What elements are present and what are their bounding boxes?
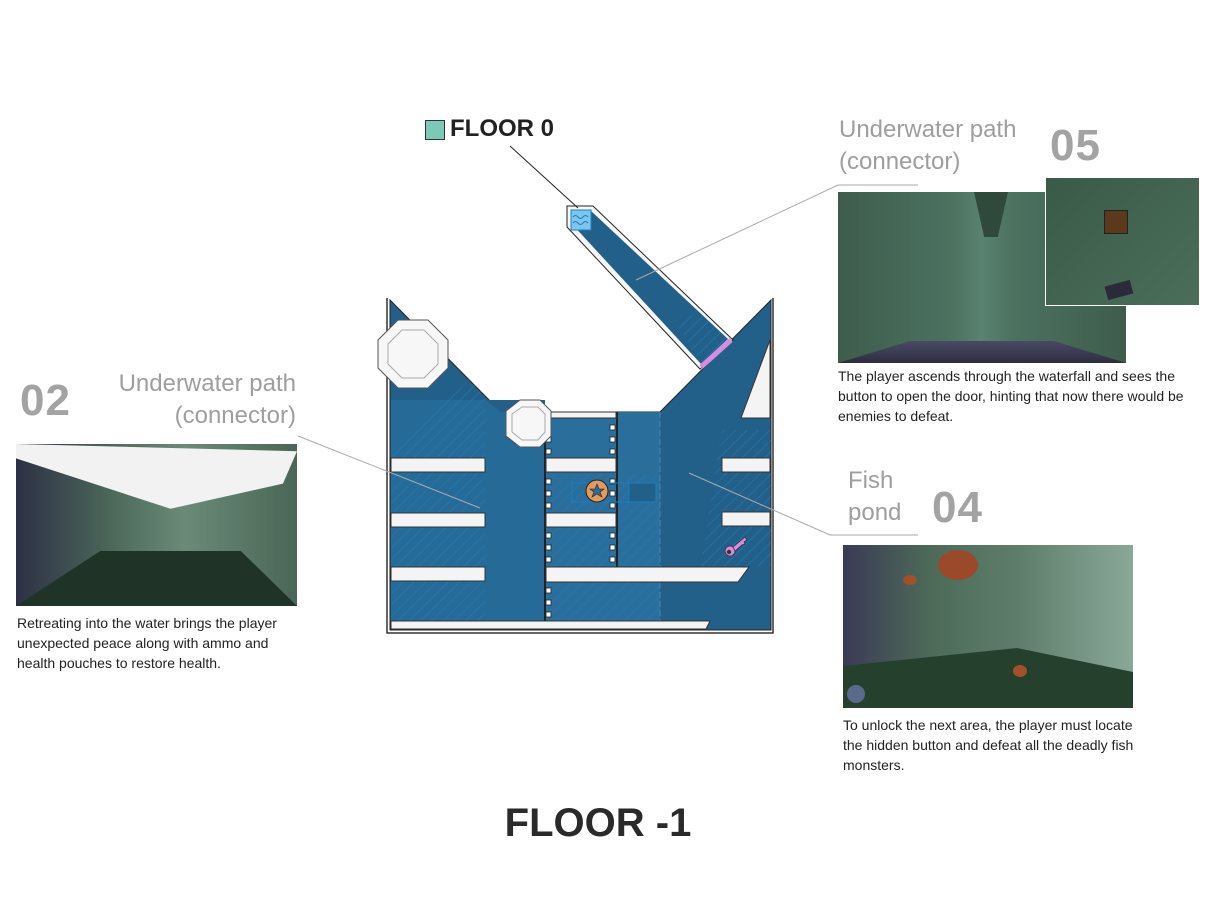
- leader-floor0: [509, 145, 579, 209]
- annotation-05-title: Underwater path (connector): [839, 116, 1017, 175]
- star-button-icon: [585, 479, 609, 503]
- platforms: [390, 339, 771, 630]
- annotation-02-title: Underwater path (connector): [118, 370, 296, 429]
- leader-05: [635, 184, 918, 281]
- annotation-04-title: Fish pond: [848, 467, 902, 526]
- floor0-swatch: [425, 120, 445, 140]
- shallow-zone-left: [391, 380, 485, 628]
- annotation-05-caption: The player ascends through the waterfall…: [838, 368, 1184, 424]
- door: [699, 338, 733, 369]
- annotation-05-number: 05: [1050, 121, 1101, 170]
- annotation-04-number: 04: [932, 483, 983, 532]
- annotation-02-screenshot: [16, 444, 297, 606]
- annotation-05-inset-screenshot: [1045, 177, 1200, 306]
- annotation-02-caption: Retreating into the water brings the pla…: [17, 615, 277, 671]
- key-icon: [724, 536, 748, 557]
- annotation-04-caption: To unlock the next area, the player must…: [843, 717, 1134, 773]
- ladder: [545, 424, 616, 618]
- pillar-small: [505, 399, 552, 448]
- floor0-label: FLOOR 0: [450, 115, 555, 142]
- floor-title: FLOOR -1: [504, 801, 692, 845]
- leader-02: [297, 435, 481, 509]
- annotation-04-screenshot: [843, 545, 1133, 708]
- water-icon: [570, 209, 592, 231]
- annotation-02-number: 02: [20, 376, 71, 425]
- pillar-large: [377, 319, 449, 389]
- map-outline: [386, 298, 774, 634]
- leader-04: [688, 472, 918, 536]
